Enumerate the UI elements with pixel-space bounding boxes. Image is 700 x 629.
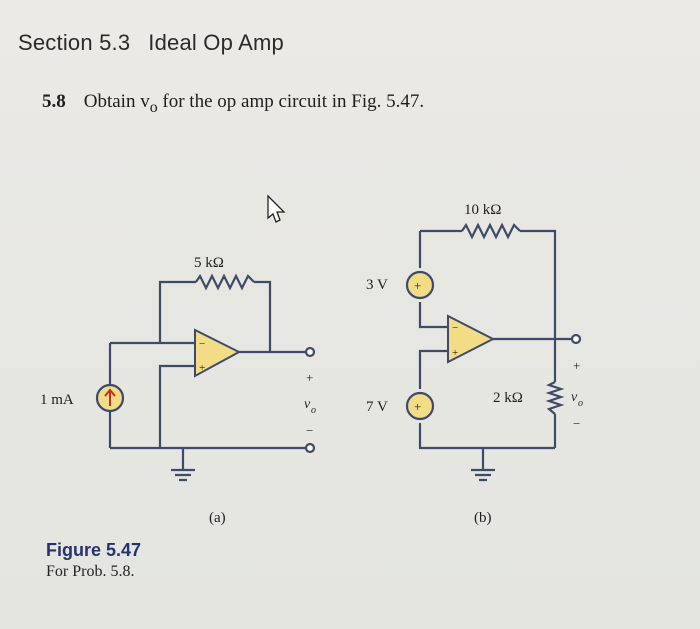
problem-number: 5.8 xyxy=(42,91,66,112)
circuit-b-resistor-2k xyxy=(545,381,565,415)
label-1ma: 1 mA xyxy=(40,392,74,408)
circuit-b-opamp-plus: + xyxy=(452,347,458,359)
label-10k: 10 kΩ xyxy=(464,202,501,218)
label-7v: 7 V xyxy=(366,399,388,415)
voltage-source-7v-icon xyxy=(405,391,435,421)
problem-subscript: o xyxy=(149,98,158,116)
label-b-vo: v xyxy=(571,390,578,405)
circuit-b-ground-icon xyxy=(471,468,495,482)
section-heading: Section 5.3 Ideal Op Amp xyxy=(18,30,284,56)
circuit-b-wire-7v-top xyxy=(418,349,448,389)
label-b-vo-sub: o xyxy=(578,398,583,409)
label-b-minus: − xyxy=(573,416,580,431)
circuit-b-opamp xyxy=(447,314,496,364)
circuit-b-wire-3v-bottom xyxy=(418,302,448,329)
problem-statement: 5.8 Obtain vo for the op amp circuit in F… xyxy=(42,91,424,117)
label-a-minus: − xyxy=(306,423,313,438)
label-part-b: (b) xyxy=(474,510,492,526)
label-5k: 5 kΩ xyxy=(194,255,224,271)
circuit-a-resistor-5k xyxy=(195,273,255,291)
label-part-a: (a) xyxy=(209,510,226,526)
circuit-a-wire-feedback-right xyxy=(254,280,272,352)
circuit-a-output-terminal-top xyxy=(304,346,316,358)
circuit-a-opamp xyxy=(194,328,242,378)
label-a-vo-sub: o xyxy=(311,405,316,416)
problem-text: Obtain v xyxy=(83,91,150,112)
figure-caption: Figure 5.47 For Prob. 5.8. xyxy=(46,540,141,581)
circuit-a-opamp-plus: + xyxy=(199,362,205,374)
problem-text-after: for the op amp circuit in Fig. 5.47. xyxy=(157,91,425,112)
circuit-a-output-terminal-bottom xyxy=(304,442,316,454)
current-arrow-icon xyxy=(104,388,116,406)
label-b-plus: + xyxy=(573,358,580,373)
voltage-source-7v-polarity: + xyxy=(414,399,421,414)
circuit-b-opamp-minus: − xyxy=(452,322,458,334)
section-number: Section 5.3 xyxy=(18,30,131,55)
circuit-a-ground-icon xyxy=(171,468,195,482)
figure-caption-text: For Prob. 5.8. xyxy=(46,563,135,580)
figure-label: Figure 5.47 xyxy=(46,540,142,560)
circuit-a-opamp-minus: − xyxy=(199,338,205,350)
label-a-vo: v xyxy=(304,397,311,412)
label-2k: 2 kΩ xyxy=(493,390,523,406)
voltage-source-3v-polarity: + xyxy=(414,278,421,293)
voltage-source-3v-icon xyxy=(405,270,435,300)
mouse-pointer-icon xyxy=(267,194,286,223)
circuit-a-wire-feedback-left xyxy=(158,280,196,343)
label-3v: 3 V xyxy=(366,277,388,293)
circuit-b-resistor-10k xyxy=(461,222,521,240)
section-title: Ideal Op Amp xyxy=(148,30,284,55)
circuit-b-output-terminal xyxy=(570,333,582,345)
circuit-b-wire-top-right xyxy=(520,229,557,339)
label-a-plus: + xyxy=(306,370,313,385)
circuit-b-wire-bottom xyxy=(418,423,555,450)
circuit-a-wire-noninverting xyxy=(158,364,195,448)
